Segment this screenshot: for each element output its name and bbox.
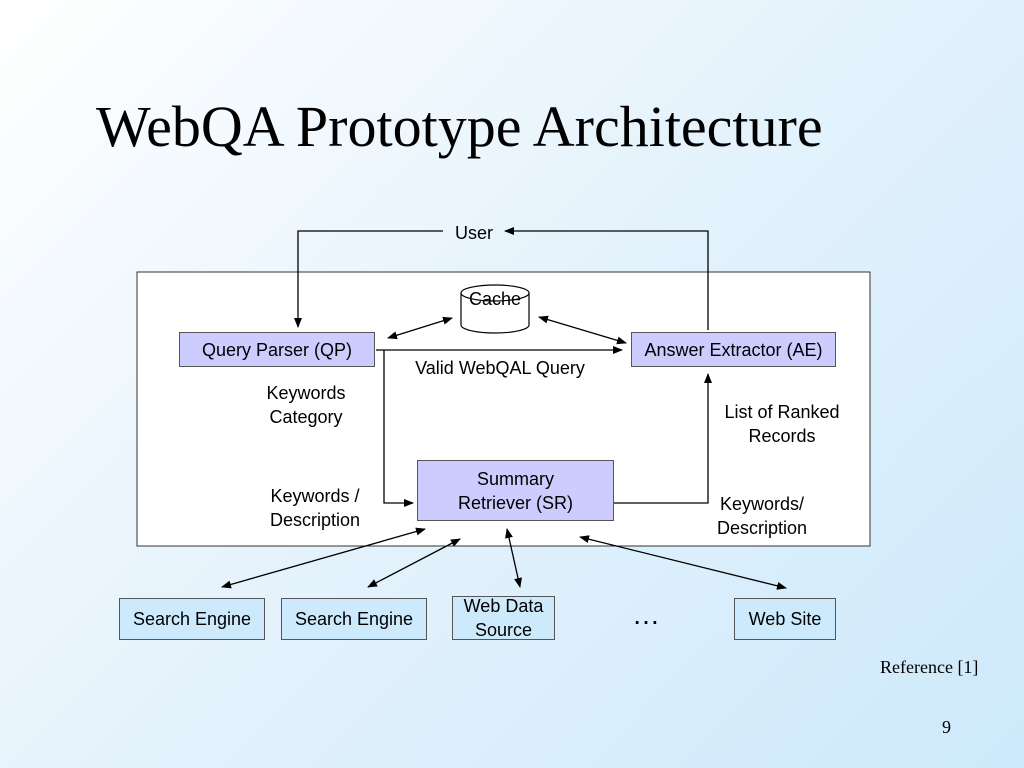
sr-website-arrow — [579, 535, 787, 590]
cache-ae-arrow — [538, 315, 627, 345]
keywords-description-left-line-2: Description — [269, 510, 361, 530]
ae-to-user-arrow — [504, 227, 709, 330]
search-engine-box-1: Search Engine — [119, 598, 265, 640]
summary-retriever-line-2: Retriever (SR) — [457, 492, 573, 513]
page-title: WebQA Prototype Architecture — [96, 94, 823, 159]
sr-to-ae-arrow — [614, 373, 712, 504]
search-engine-1-label: Search Engine — [132, 609, 252, 629]
keywords-description-left-label: Keywords / Description — [255, 484, 375, 532]
keywords-description-right-line-2: Description — [716, 518, 808, 538]
valid-query-label: Valid WebQAL Query — [415, 358, 585, 378]
sr-se2-arrow — [367, 538, 461, 588]
web-site-label: Web Site — [748, 609, 822, 629]
summary-retriever-box: Summary Retriever (SR) — [417, 460, 614, 521]
keywords-description-left-line-1: Keywords / — [270, 486, 360, 506]
list-ranked-line-2: Records — [748, 426, 816, 446]
keywords-category-label: Keywords Category — [246, 381, 366, 429]
list-ranked-records-label: List of Ranked Records — [712, 400, 852, 448]
search-engine-2-label: Search Engine — [294, 609, 414, 629]
cache-cylinder-icon — [460, 284, 530, 334]
keywords-description-right-line-1: Keywords/ — [719, 494, 805, 514]
cache-label: Cache — [468, 289, 522, 309]
keywords-category-line-1: Keywords — [266, 383, 346, 403]
list-ranked-line-1: List of Ranked — [724, 402, 840, 422]
answer-extractor-box: Answer Extractor (AE) — [631, 332, 836, 367]
qp-cache-arrow — [387, 316, 453, 340]
web-data-source-box: Web Data Source — [452, 596, 555, 640]
user-label: User — [454, 223, 493, 243]
web-data-source-line-2: Source — [474, 620, 533, 640]
web-site-box: Web Site — [734, 598, 836, 640]
user-to-qp-arrow — [294, 230, 443, 328]
query-parser-box: Query Parser (QP) — [179, 332, 375, 367]
query-parser-label: Query Parser (QP) — [201, 339, 353, 360]
web-data-source-line-1: Web Data — [463, 596, 544, 616]
reference-note: Reference [1] — [880, 657, 979, 677]
search-engine-box-2: Search Engine — [281, 598, 427, 640]
keywords-description-right-label: Keywords/ Description — [702, 492, 822, 540]
more-sources-ellipsis: … — [632, 599, 660, 630]
qp-to-sr-arrow — [383, 350, 414, 507]
sr-wds-arrow — [505, 528, 522, 588]
keywords-category-line-2: Category — [269, 407, 343, 427]
summary-retriever-line-1: Summary — [476, 468, 554, 489]
page-number: 9 — [942, 717, 951, 737]
answer-extractor-label: Answer Extractor (AE) — [644, 339, 823, 360]
